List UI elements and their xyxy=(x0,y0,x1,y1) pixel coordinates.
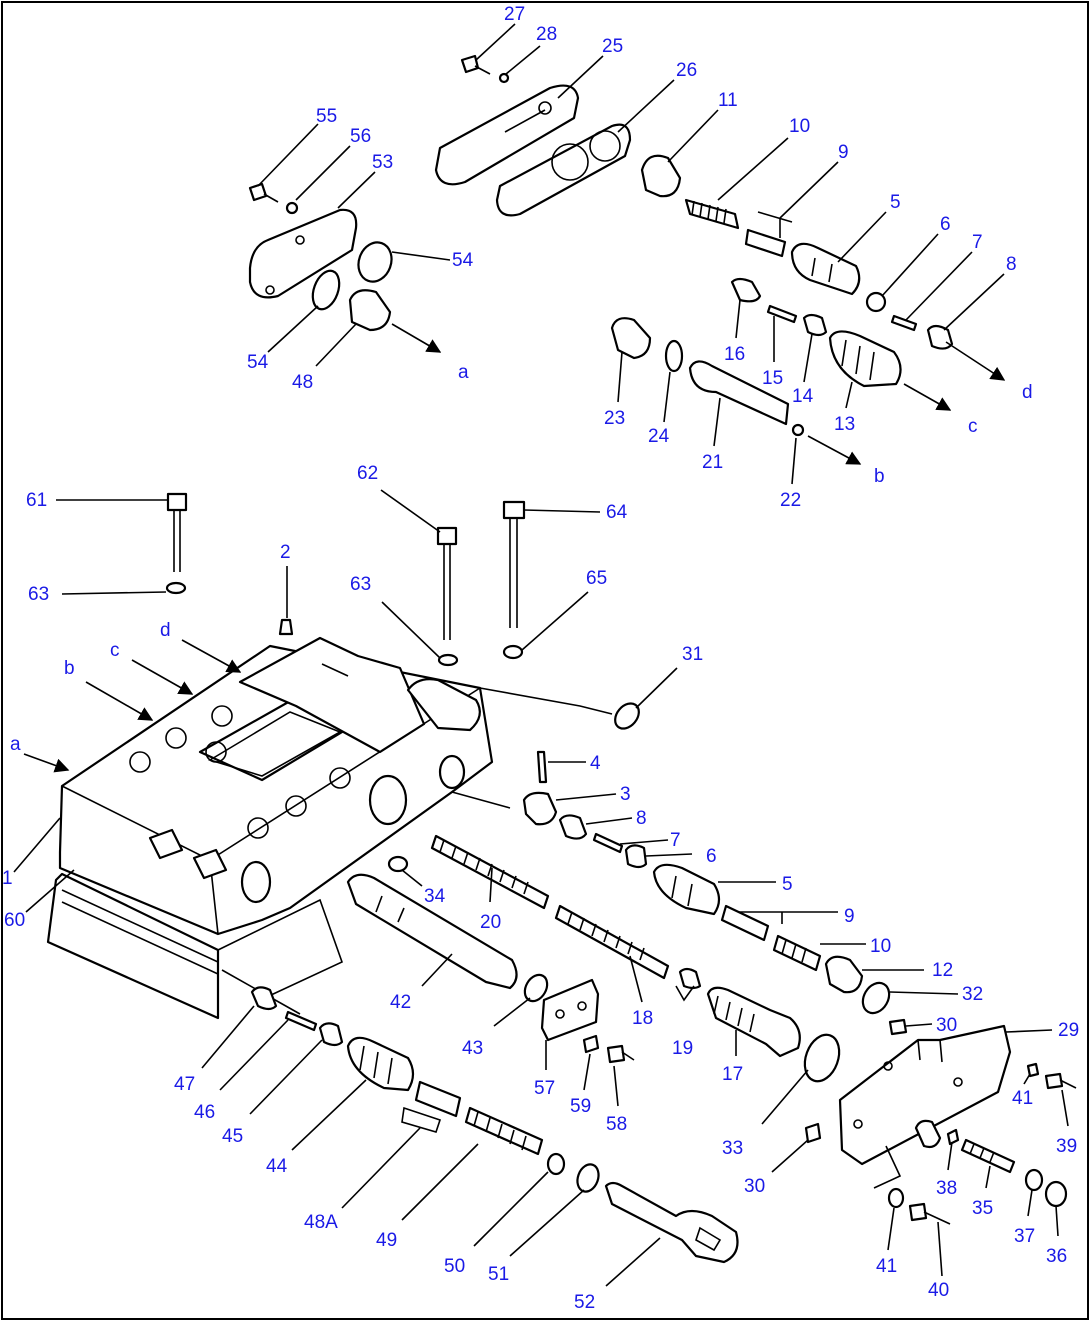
letter-b: b xyxy=(874,466,885,487)
callout-7: 7 xyxy=(972,232,983,253)
callout-27: 27 xyxy=(504,4,525,25)
callout-13: 13 xyxy=(834,414,855,435)
callout-64: 64 xyxy=(606,502,628,523)
letter-b: b xyxy=(64,658,75,679)
callout-2: 2 xyxy=(280,542,291,563)
parts-drawing xyxy=(46,54,1077,1264)
callout-30: 30 xyxy=(936,1015,957,1036)
callout-19: 19 xyxy=(672,1038,693,1059)
callout-52: 52 xyxy=(574,1292,595,1313)
callout-38: 38 xyxy=(936,1178,957,1199)
callout-25: 25 xyxy=(602,36,623,57)
callout-8: 8 xyxy=(636,808,647,829)
callout-18: 18 xyxy=(632,1008,653,1029)
callout-22: 22 xyxy=(780,490,801,511)
callout-34: 34 xyxy=(424,886,446,907)
callout-33: 33 xyxy=(722,1138,743,1159)
callout-24: 24 xyxy=(648,426,670,447)
callout-31: 31 xyxy=(682,644,703,665)
flow-letters: a b c d a b c d xyxy=(10,362,1033,755)
callout-10: 10 xyxy=(870,936,891,957)
callout-29: 29 xyxy=(1058,1020,1079,1041)
callout-51: 51 xyxy=(488,1264,509,1285)
callout-46: 46 xyxy=(194,1102,215,1123)
callout-58: 58 xyxy=(606,1114,627,1135)
callout-23: 23 xyxy=(604,408,625,429)
callout-labels: 27 28 25 26 11 10 9 5 6 7 8 55 56 53 54 … xyxy=(2,4,1079,1313)
callout-35: 35 xyxy=(972,1198,993,1219)
letter-c: c xyxy=(110,640,120,661)
callout-4: 4 xyxy=(590,753,601,774)
callout-63: 63 xyxy=(350,574,371,595)
callout-21: 21 xyxy=(702,452,723,473)
letter-c: c xyxy=(968,416,978,437)
callout-41: 41 xyxy=(876,1256,897,1277)
callout-59: 59 xyxy=(570,1096,591,1117)
callout-17: 17 xyxy=(722,1064,743,1085)
callout-39: 39 xyxy=(1056,1136,1077,1157)
callout-50: 50 xyxy=(444,1256,465,1277)
callout-55: 55 xyxy=(316,106,337,127)
callout-26: 26 xyxy=(676,60,697,81)
letter-d: d xyxy=(1022,382,1033,403)
callout-49: 49 xyxy=(376,1230,397,1251)
callout-14: 14 xyxy=(792,386,814,407)
callout-6: 6 xyxy=(940,214,951,235)
callout-48: 48 xyxy=(292,372,313,393)
callout-62: 62 xyxy=(357,463,378,484)
callout-57: 57 xyxy=(534,1078,555,1099)
callout-43: 43 xyxy=(462,1038,483,1059)
callout-41: 41 xyxy=(1012,1088,1033,1109)
callout-5: 5 xyxy=(890,192,901,213)
callout-15: 15 xyxy=(762,368,783,389)
callout-61: 61 xyxy=(26,490,47,511)
callout-11: 11 xyxy=(718,90,738,111)
callout-48A: 48A xyxy=(304,1212,338,1233)
callout-1: 1 xyxy=(2,868,13,889)
callout-36: 36 xyxy=(1046,1246,1067,1267)
callout-63: 63 xyxy=(28,584,49,605)
callout-40: 40 xyxy=(928,1280,949,1301)
callout-65: 65 xyxy=(586,568,607,589)
callout-44: 44 xyxy=(266,1156,288,1177)
callout-9: 9 xyxy=(838,142,849,163)
callout-47: 47 xyxy=(174,1074,195,1095)
callout-9: 9 xyxy=(844,906,855,927)
callout-7: 7 xyxy=(670,830,681,851)
callout-42: 42 xyxy=(390,992,411,1013)
callout-3: 3 xyxy=(620,784,631,805)
callout-10: 10 xyxy=(789,116,810,137)
callout-56: 56 xyxy=(350,126,371,147)
callout-54: 54 xyxy=(452,250,474,271)
callout-8: 8 xyxy=(1006,254,1017,275)
callout-5: 5 xyxy=(782,874,793,895)
callout-60: 60 xyxy=(4,910,25,931)
leader-lines xyxy=(13,23,1069,1287)
letter-d: d xyxy=(160,620,171,641)
letter-a: a xyxy=(10,734,21,755)
callout-30: 30 xyxy=(744,1176,765,1197)
callout-54: 54 xyxy=(247,352,269,373)
callout-45: 45 xyxy=(222,1126,243,1147)
callout-6: 6 xyxy=(706,846,717,867)
callout-20: 20 xyxy=(480,912,501,933)
callout-12: 12 xyxy=(932,960,953,981)
callout-32: 32 xyxy=(962,984,983,1005)
callout-16: 16 xyxy=(724,344,745,365)
letter-a: a xyxy=(458,362,469,383)
callout-37: 37 xyxy=(1014,1226,1035,1247)
callout-53: 53 xyxy=(372,152,393,173)
callout-28: 28 xyxy=(536,24,557,45)
